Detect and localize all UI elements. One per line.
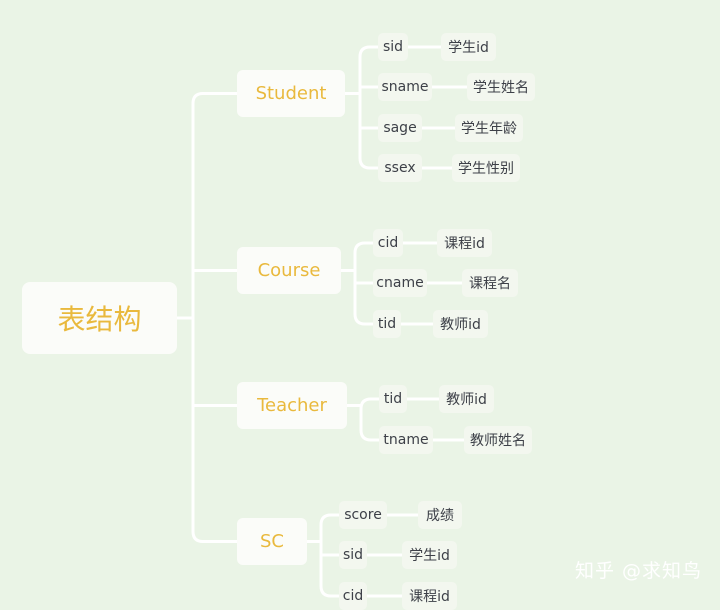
watermark: 知乎 @求知鸟 xyxy=(574,560,702,582)
field-node-sid-label: sid xyxy=(342,547,364,563)
field-node-cid-label: cid xyxy=(377,235,399,251)
field-desc-node-label: 成绩 xyxy=(426,508,454,524)
field-desc-node[interactable]: 教师id xyxy=(433,310,488,338)
field-desc-node-label: 课程id xyxy=(409,589,450,605)
table-node-teacher-label: Teacher xyxy=(257,395,327,416)
field-desc-node[interactable]: 学生年龄 xyxy=(455,114,523,142)
field-node-cname[interactable]: cname xyxy=(373,269,427,297)
table-node-student[interactable]: Student xyxy=(237,70,345,117)
field-node-sname[interactable]: sname xyxy=(378,73,432,101)
field-desc-node-label: 教师id xyxy=(440,317,481,333)
field-desc-node[interactable]: 教师id xyxy=(439,385,494,413)
field-desc-node-label: 学生年龄 xyxy=(461,121,517,137)
field-node-tid[interactable]: tid xyxy=(373,310,401,338)
field-node-sid[interactable]: sid xyxy=(378,33,408,61)
table-node-course[interactable]: Course xyxy=(237,247,341,294)
field-node-tname[interactable]: tname xyxy=(379,426,433,454)
field-desc-node-label: 学生性别 xyxy=(458,161,514,177)
field-node-score[interactable]: score xyxy=(339,501,387,529)
field-node-sid[interactable]: sid xyxy=(339,541,367,569)
connector-branch xyxy=(359,397,381,442)
field-desc-node[interactable]: 学生id xyxy=(402,541,457,569)
connector-branch xyxy=(191,92,239,543)
field-desc-node-label: 课程名 xyxy=(469,276,511,292)
field-node-sname-label: sname xyxy=(381,79,429,95)
field-desc-node-label: 学生姓名 xyxy=(473,80,529,96)
root-node[interactable]: 表结构 xyxy=(22,282,177,354)
field-desc-node[interactable]: 学生姓名 xyxy=(467,73,535,101)
field-node-cid[interactable]: cid xyxy=(373,229,403,257)
field-node-cid-label: cid xyxy=(342,588,364,604)
field-desc-node-label: 学生id xyxy=(409,548,450,564)
table-node-teacher[interactable]: Teacher xyxy=(237,382,347,429)
field-node-tid[interactable]: tid xyxy=(379,385,407,413)
field-node-sage[interactable]: sage xyxy=(378,114,422,142)
table-node-student-label: Student xyxy=(255,83,327,104)
field-node-sid-label: sid xyxy=(382,39,404,55)
field-node-tid-label: tid xyxy=(377,316,397,332)
connector-branch xyxy=(358,45,380,170)
field-desc-node[interactable]: 学生id xyxy=(441,33,496,61)
table-node-sc-label: SC xyxy=(260,531,284,552)
field-node-cname-label: cname xyxy=(376,275,424,291)
field-desc-node[interactable]: 学生性别 xyxy=(452,154,520,182)
field-desc-node[interactable]: 课程id xyxy=(437,229,492,257)
field-node-score-label: score xyxy=(344,507,382,523)
field-node-ssex-label: ssex xyxy=(384,160,416,176)
field-node-ssex[interactable]: ssex xyxy=(378,154,422,182)
field-desc-node[interactable]: 教师姓名 xyxy=(464,426,532,454)
field-desc-node-label: 学生id xyxy=(448,40,489,56)
field-desc-node-label: 教师姓名 xyxy=(470,433,526,449)
field-desc-node-label: 教师id xyxy=(446,392,487,408)
field-desc-node[interactable]: 成绩 xyxy=(418,501,462,529)
table-node-sc[interactable]: SC xyxy=(237,518,307,565)
field-node-sage-label: sage xyxy=(383,120,417,136)
field-node-cid[interactable]: cid xyxy=(339,582,367,610)
field-node-tname-label: tname xyxy=(383,432,429,448)
root-label: 表结构 xyxy=(57,303,142,336)
table-node-course-label: Course xyxy=(257,260,321,281)
field-desc-node-label: 课程id xyxy=(444,236,485,252)
field-desc-node[interactable]: 课程名 xyxy=(462,269,518,297)
field-desc-node[interactable]: 课程id xyxy=(402,582,457,610)
field-node-tid-label: tid xyxy=(383,391,403,407)
